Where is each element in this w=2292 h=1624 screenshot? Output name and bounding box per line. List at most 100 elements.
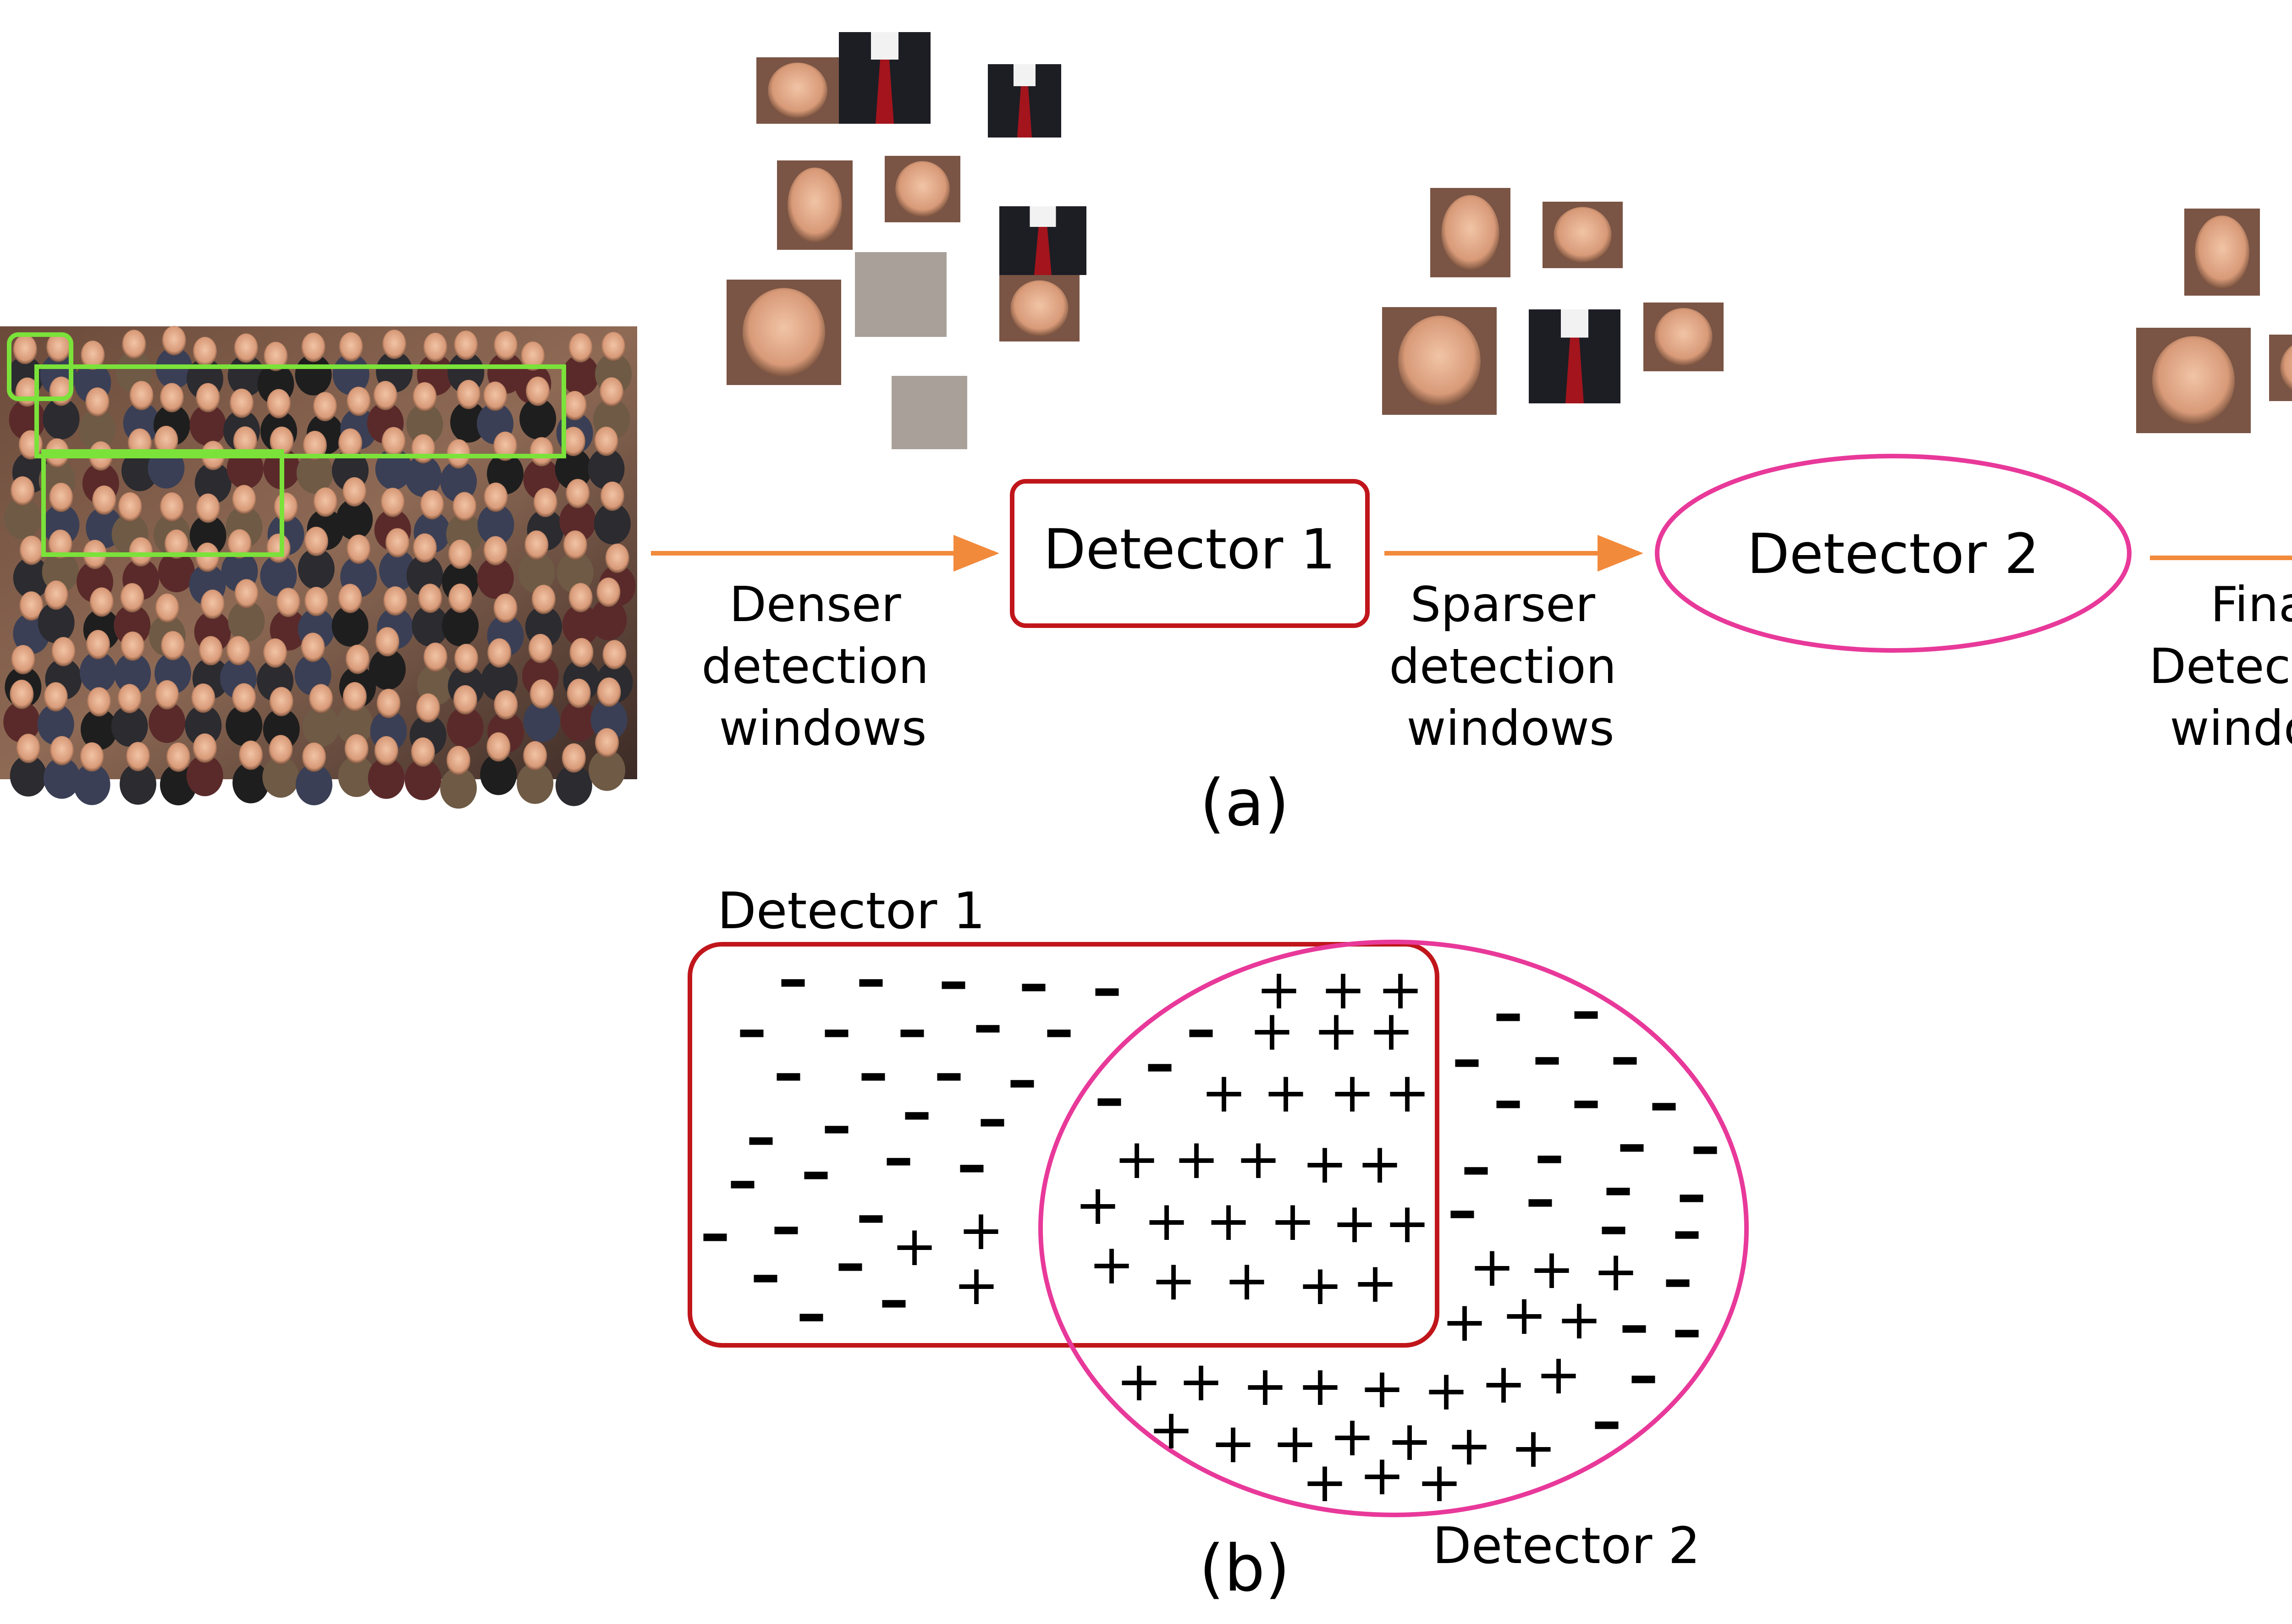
negative-sample: – — [1592, 1386, 1622, 1456]
negative-sample: – — [751, 1239, 781, 1309]
negative-sample: – — [957, 1129, 987, 1199]
negative-sample: – — [1095, 1063, 1124, 1133]
positive-sample: + — [1536, 1343, 1582, 1407]
negative-sample: – — [978, 1084, 1008, 1153]
face-patch — [756, 57, 839, 124]
positive-sample: + — [1116, 1350, 1163, 1414]
positive-sample: + — [1144, 1189, 1190, 1253]
crowd-person — [43, 736, 80, 799]
negative-sample: – — [1145, 1029, 1175, 1098]
negative-sample: – — [973, 990, 1003, 1059]
crowd-person — [555, 427, 592, 490]
detector2-region — [1038, 940, 1749, 1517]
stage1-line3: windows — [719, 700, 926, 756]
face-patch — [885, 156, 960, 222]
positive-sample: + — [1256, 958, 1302, 1022]
detector1-label: Detector 1 — [1043, 518, 1335, 582]
crowd-person — [446, 685, 484, 748]
crowd-person — [555, 743, 592, 806]
negative-sample: – — [797, 1278, 826, 1348]
crowd-person — [111, 684, 148, 747]
stage2-text: Sparser detection windows — [1389, 577, 1631, 756]
face-patch — [999, 275, 1080, 341]
crowd-person — [338, 734, 375, 797]
face-patch — [727, 280, 841, 385]
face-patch — [2136, 328, 2251, 433]
crowd-person — [262, 735, 299, 798]
positive-sample: + — [958, 1199, 1004, 1262]
stage3-line2: Detection — [2149, 639, 2292, 694]
positive-sample: + — [1556, 1288, 1603, 1352]
crowd-person — [440, 746, 477, 809]
positive-sample: + — [1270, 1189, 1316, 1253]
positive-sample: + — [1242, 1354, 1289, 1418]
crowd-person — [594, 481, 631, 545]
crowd-person — [189, 493, 226, 556]
sample-marks: ++++++++++++++++++++++++++++++++++++++++… — [700, 944, 1720, 1514]
positive-sample: + — [1178, 1350, 1224, 1414]
detector1-box — [1010, 479, 1370, 628]
negative-sample: – — [771, 1191, 801, 1261]
crowd-person — [303, 684, 340, 747]
negative-sample: – — [1186, 994, 1216, 1064]
detection-window-wide-1 — [34, 364, 566, 458]
crowd-person — [590, 677, 628, 741]
positive-sample: + — [1359, 1444, 1405, 1508]
crowd-person — [296, 742, 333, 805]
stage2-line3: windows — [1406, 700, 1614, 756]
crowd-person — [228, 579, 265, 642]
crowd-person — [13, 535, 50, 599]
crowd-person — [73, 742, 110, 805]
positive-sample: + — [1201, 1061, 1247, 1125]
crowd-person — [79, 630, 116, 693]
positive-sample: + — [1302, 1132, 1348, 1196]
crowd-person — [562, 333, 599, 396]
negative-sample: – — [934, 1038, 964, 1107]
panel-b: Detector 1 Detector 2 ++++++++++++++++++… — [688, 881, 1749, 1606]
positive-sample: + — [1075, 1173, 1121, 1237]
negative-sample: – — [1008, 1045, 1037, 1114]
face-patch — [1430, 188, 1510, 277]
caption-a: (a) — [1200, 766, 1289, 841]
crowd-person — [37, 682, 74, 745]
crowd-person — [149, 680, 186, 743]
positive-sample: + — [1114, 1128, 1160, 1191]
crowd-person — [450, 380, 487, 443]
crowd-person — [375, 427, 412, 490]
negative-sample: – — [1044, 994, 1074, 1064]
negative-sample: – — [1603, 1152, 1633, 1222]
crowd-person — [379, 528, 416, 591]
detector2-label: Detector 2 — [1747, 523, 2039, 586]
crowd-person — [559, 479, 596, 542]
negative-sample: – — [737, 994, 767, 1064]
crowd-person — [3, 679, 40, 743]
stage3-text: Final Detection windows — [2149, 577, 2292, 756]
crowd-person — [442, 584, 479, 647]
crowd-person — [477, 482, 514, 545]
positive-sample: + — [1357, 1132, 1403, 1196]
crowd-person — [556, 530, 594, 594]
negative-sample: – — [1672, 1294, 1702, 1364]
positive-sample: + — [1089, 1233, 1135, 1297]
negative-sample: – — [1535, 1120, 1565, 1190]
crowd-person — [298, 527, 335, 590]
face-patch — [777, 160, 853, 250]
negative-sample: – — [1448, 1175, 1477, 1245]
crowd-person — [158, 529, 195, 593]
crowd-person — [480, 732, 517, 795]
negative-sample: – — [939, 946, 969, 1016]
positive-sample: + — [1297, 1354, 1344, 1418]
stage2-line2: detection — [1389, 639, 1616, 694]
negative-sample: – — [1571, 976, 1601, 1046]
crowd-person — [226, 683, 263, 746]
crowd-person — [336, 477, 373, 540]
positive-sample: + — [1501, 1283, 1548, 1347]
crowd-person — [404, 737, 441, 800]
positive-sample: + — [1368, 999, 1415, 1063]
negative-sample: – — [836, 1228, 865, 1298]
stage1-line2: detection — [701, 639, 929, 694]
positive-sample: + — [1442, 1290, 1488, 1354]
crowd-person — [332, 332, 369, 395]
face-patch — [1543, 202, 1623, 268]
